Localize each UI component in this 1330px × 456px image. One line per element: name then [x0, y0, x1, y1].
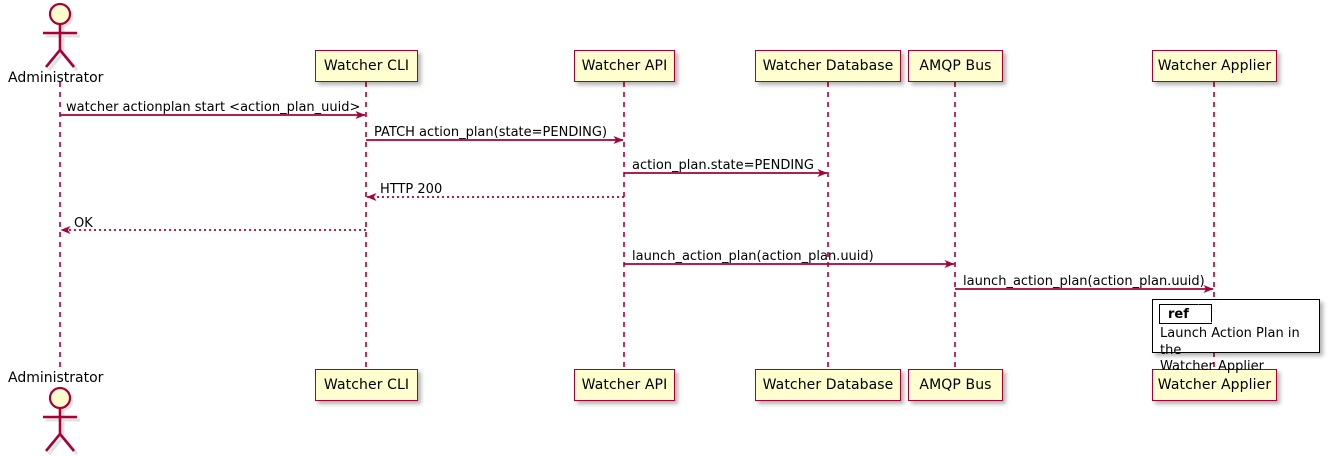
participant-label: Watcher Database: [762, 58, 894, 74]
ref-fragment: ref Launch Action Plan in the Watcher Ap…: [1152, 299, 1320, 374]
message-label-5: OK: [74, 216, 93, 231]
participant-watcher-api: Watcher API: [574, 369, 675, 401]
message-label-4: HTTP 200: [380, 182, 443, 197]
message-label-6: launch_action_plan(action_plan.uuid): [632, 249, 874, 264]
actor-label-administrator-top: Administrator: [8, 70, 104, 86]
ref-fragment-body: Launch Action Plan in the Watcher Applie…: [1160, 326, 1320, 376]
participant-label: AMQP Bus: [919, 377, 992, 393]
participant-label: Watcher API: [581, 58, 668, 74]
participant-watcher-applier: Watcher Applier: [1152, 50, 1277, 82]
message-label-2: PATCH action_plan(state=PENDING): [374, 125, 608, 140]
participant-label: AMQP Bus: [919, 58, 992, 74]
participant-watcher-api: Watcher API: [574, 50, 675, 82]
actor-label-administrator-bottom: Administrator: [8, 370, 104, 386]
participant-watcher-cli: Watcher CLI: [315, 369, 418, 401]
participant-amqp-bus: AMQP Bus: [908, 50, 1003, 82]
participant-watcher-applier: Watcher Applier: [1152, 369, 1277, 401]
ref-fragment-header-label: ref: [1168, 306, 1189, 322]
participant-label: Watcher CLI: [323, 377, 410, 393]
actor-administrator-top: [43, 2, 80, 71]
ref-fragment-body-line-2: Watcher Applier: [1160, 359, 1264, 375]
message-label-3: action_plan.state=PENDING: [632, 158, 814, 173]
actor-administrator-bottom: [43, 386, 80, 455]
participant-label: Watcher Applier: [1157, 58, 1272, 74]
arrows-group: [60, 111, 1214, 293]
participant-label: Watcher Database: [762, 377, 894, 393]
participant-watcher-database: Watcher Database: [755, 50, 901, 82]
participant-amqp-bus: AMQP Bus: [908, 369, 1003, 401]
participant-watcher-cli: Watcher CLI: [315, 50, 418, 82]
participant-watcher-database: Watcher Database: [755, 369, 901, 401]
participant-label: Watcher Applier: [1157, 377, 1272, 393]
ref-fragment-fold-icon: [1198, 304, 1212, 323]
participant-label: Watcher CLI: [323, 58, 410, 74]
message-label-1: watcher actionplan start <action_plan_uu…: [66, 100, 361, 115]
actor-figures-group: [43, 2, 80, 455]
lifelines-group: [59, 82, 1215, 369]
message-label-7: launch_action_plan(action_plan.uuid): [963, 274, 1205, 289]
participant-label: Watcher API: [581, 377, 668, 393]
ref-fragment-body-line-1: Launch Action Plan in the: [1160, 326, 1300, 358]
